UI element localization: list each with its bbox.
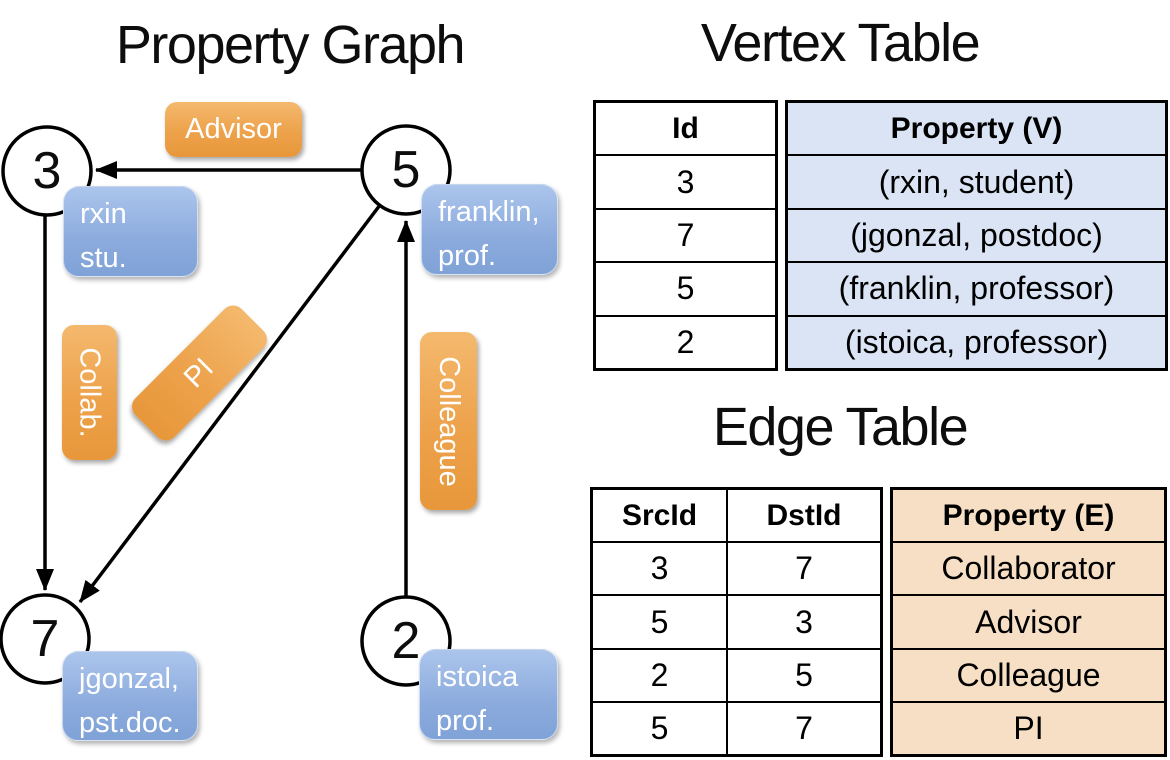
node-label-7: 7 [30, 610, 60, 668]
vertex-box-istoica-line2: prof. [436, 705, 495, 737]
edge-table-property-cell: Advisor [893, 594, 1164, 647]
edge-table-dst-cell: 3 [795, 603, 813, 640]
vertex-table-property-cell: (istoica, professor) [788, 314, 1165, 368]
node-label-5: 5 [391, 141, 421, 199]
edge-label-collab-text: Collab. [74, 347, 106, 438]
edge-label-colleague: Colleague [420, 332, 477, 510]
edge-label-advisor-text: Advisor [185, 113, 282, 145]
vertex-table-id-cell: 2 [596, 314, 775, 368]
vertex-table-property-header: Property (V) [890, 111, 1063, 145]
vertex-box-rxin-line1: rxin [80, 198, 127, 230]
edge-table-src-cell: 5 [593, 596, 728, 648]
vertex-table-property-cell: (rxin, student) [788, 154, 1165, 207]
edge-table-property-cell: Collaborator [893, 541, 1164, 594]
vertex-box-franklin-line2: prof. [438, 240, 497, 272]
vertex-box-rxin: rxin stu. [63, 186, 198, 277]
edge-table-dst-header: DstId [766, 498, 842, 532]
edge-table-src-cell: 5 [593, 702, 728, 755]
vertex-table-property-column: Property (V) (rxin, student) (jgonzal, p… [785, 100, 1168, 371]
node-label-3: 3 [32, 142, 62, 200]
vertex-table-id-cell: 3 [596, 154, 775, 207]
edge-table-id-columns: SrcId DstId 3 7 5 3 2 5 5 7 [590, 487, 883, 757]
vertex-table-id-header: Id [672, 111, 699, 145]
edge-label-colleague-text: Colleague [433, 355, 466, 487]
vertex-table-title: Vertex Table [700, 13, 981, 73]
edge-table-header-row: SrcId DstId [593, 490, 880, 542]
edge-table-dst-cell: 5 [795, 656, 813, 693]
node-label-2: 2 [391, 612, 421, 670]
edge-table-src-cell: 3 [593, 543, 728, 595]
edge-label-pi-text: PI [178, 351, 221, 394]
edge-table-dst-cell: 7 [795, 709, 813, 746]
vertex-table-id-cell: 7 [596, 207, 775, 261]
vertex-box-istoica: istoica prof. [419, 649, 558, 740]
vertex-box-istoica-line1: istoica [436, 661, 519, 693]
vertex-table-property-cell: (franklin, professor) [788, 261, 1165, 314]
vertex-box-jgonzal-line2: pst.doc. [79, 707, 181, 739]
edge-pi-5-to-7 [78, 203, 382, 604]
edge-table-dst-cell: 7 [795, 550, 813, 587]
edge-label-advisor: Advisor [165, 102, 302, 157]
vertex-table-id-cell: 5 [596, 261, 775, 314]
edge-table-property-header: Property (E) [942, 498, 1115, 532]
edge-table-row: 5 3 [593, 594, 880, 648]
vertex-box-jgonzal: jgonzal, pst.doc. [62, 651, 198, 741]
edge-table-row: 3 7 [593, 541, 880, 595]
vertex-box-franklin: franklin, prof. [421, 184, 558, 275]
edge-table-row: 2 5 [593, 647, 880, 701]
edge-table-src-header: SrcId [593, 490, 728, 542]
vertex-box-franklin-line1: franklin, [438, 196, 540, 228]
edge-table-property-cell: PI [893, 700, 1164, 754]
edge-table-property-column: Property (E) Collaborator Advisor Collea… [890, 487, 1167, 757]
edge-table-property-cell: Colleague [893, 647, 1164, 701]
edge-table-title: Edge Table [712, 397, 969, 457]
edge-table-row: 5 7 [593, 700, 880, 755]
vertex-box-rxin-line2: stu. [80, 242, 127, 274]
graph-title: Property Graph [115, 15, 466, 75]
vertex-table-id-column: Id 3 7 5 2 [593, 100, 778, 371]
vertex-table-property-cell: (jgonzal, postdoc) [788, 207, 1165, 261]
vertex-box-jgonzal-line1: jgonzal, [79, 663, 179, 695]
edge-label-collab: Collab. [62, 325, 117, 460]
edge-table-src-cell: 2 [593, 649, 728, 701]
